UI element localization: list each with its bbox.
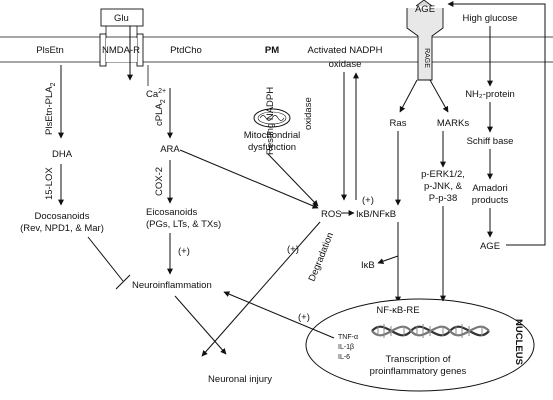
glu-label: Glu (114, 13, 129, 24)
transcription-line1: Transcription of (385, 354, 450, 365)
eicosanoids-line2: (PGs, LTs, & TXs) (146, 219, 221, 230)
plus-degradation: (+) (287, 244, 299, 255)
ara-label: ARA (160, 144, 180, 155)
neuroinflammation-label: Neuroinflammation (132, 280, 212, 291)
eicosanoids-line1: Eicosanoids (146, 207, 197, 218)
inhibition-bar (115, 274, 131, 290)
plus-eicosanoids: (+) (178, 246, 190, 257)
arrow-ros-injury (201, 221, 321, 357)
il6-label: IL-6 (338, 354, 350, 361)
transcription-line2: proinflammatory genes (370, 366, 467, 377)
arrow-ara-ros (179, 149, 319, 209)
docosanoids-line1: Docosanoids (35, 211, 90, 222)
nucleus-label: NUCLEUS (513, 319, 524, 365)
ikb-nfkb-label: IκB/NFκB (356, 209, 396, 220)
plus-cytokines: (+) (298, 312, 310, 323)
nmda-r-label: NMDA-R (102, 45, 140, 56)
high-glucose-label: High glucose (463, 13, 518, 24)
arrow-rage-marks (429, 79, 449, 113)
age-top-label: AGE (415, 4, 435, 15)
activated-nadph-line1: Activated NADPH (308, 45, 383, 56)
nfkb-re-label: NF-κB-RE (376, 305, 419, 316)
plus-ros: (+) (362, 195, 374, 206)
amadori-line2: products (472, 195, 509, 206)
arrow-age-rage-feedback (447, 1, 546, 246)
dha-label: DHA (52, 149, 73, 160)
arrow-ikb-release (377, 222, 399, 265)
ros-label: ROS (321, 209, 342, 220)
perk-line1: p-ERK1/2, (421, 169, 465, 180)
nh2-protein-label: NH₂-protein (465, 89, 515, 100)
perk-line2: p-JNK, & (424, 181, 463, 192)
mito-line1: Mitochondrial (244, 130, 301, 141)
ras-label: Ras (390, 118, 407, 129)
plasma-membrane (0, 36, 553, 63)
schiff-base-label: Schiff base (467, 136, 514, 147)
plsetn-pla2-label: PlsEtn-PLA2 (44, 82, 57, 135)
arrow-rage-ras (399, 79, 418, 113)
mito-line2: dysfunction (248, 142, 296, 153)
perk-line3: P-p-38 (429, 193, 458, 204)
amadori-line1: Amadori (472, 183, 507, 194)
degradation-label: Degradation (307, 231, 337, 283)
arrow-neuroinflammation-injury (174, 295, 227, 355)
arrow-cytokines-neuroinflammation (223, 291, 335, 339)
ca-label: Ca2+ (146, 88, 166, 100)
activated-nadph-line2: oxidase (329, 59, 362, 70)
cpla2-label: cPLA2 (154, 99, 167, 126)
rage-label: RAGE (423, 48, 430, 68)
nucleus-envelope (305, 298, 535, 392)
il1-label: IL-1β (338, 344, 354, 351)
neuronal-injury-label: Neuronal injury (208, 374, 272, 385)
ptdcho-label: PtdCho (170, 45, 202, 56)
pm-label: PM (265, 45, 279, 56)
age-label: AGE (480, 241, 500, 252)
arrow-mito-ros (267, 153, 319, 207)
rage-receptor (406, 0, 444, 81)
resting-nadph-line2: oxidase (303, 97, 314, 130)
inhibition-docosanoids-neuroinflammation (87, 236, 124, 282)
tnf-label: TNF-α (338, 334, 358, 341)
plsetn-label: PlsEtn (36, 45, 63, 56)
cox2-label: COX-2 (154, 167, 165, 196)
nmda-receptor (99, 8, 144, 67)
15-lox-label: 15-LOX (44, 167, 55, 200)
resting-nadph-line1: Resting NADPH (265, 87, 276, 155)
mitochondria-icon (253, 108, 291, 128)
docosanoids-line2: (Rev, NPD1, & Mar) (20, 223, 104, 234)
marks-label: MARKs (437, 118, 469, 129)
dna-helix-icon (371, 324, 490, 338)
ikb-label: IκB (361, 260, 375, 271)
